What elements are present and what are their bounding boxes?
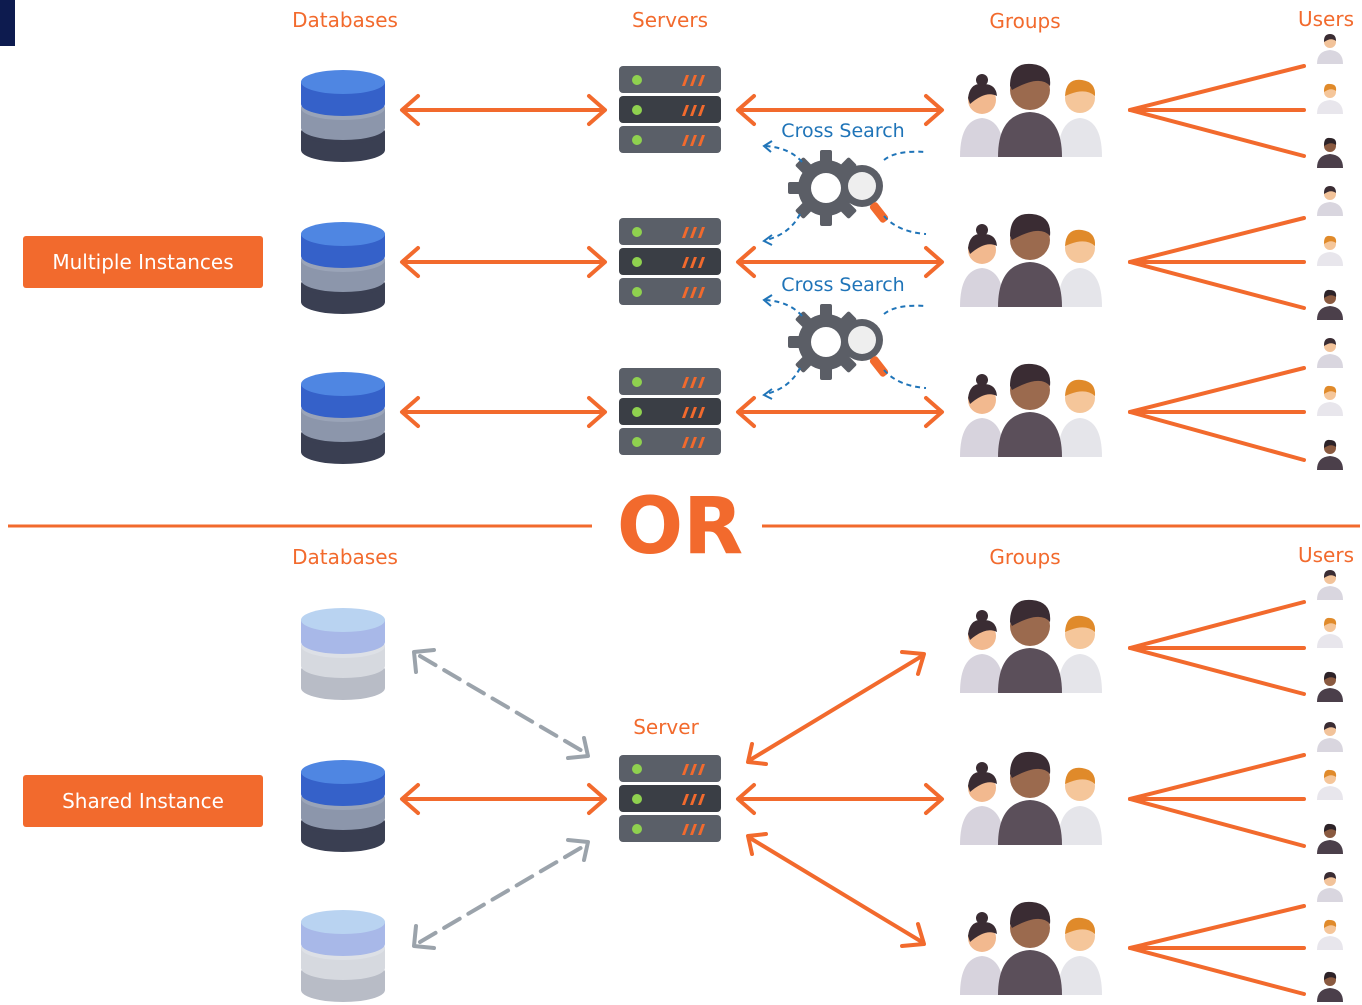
cross-search-arrowheads: [762, 140, 773, 400]
database-icon: [301, 910, 385, 1002]
group-icon: [960, 599, 1102, 693]
db-server-arrows: [400, 94, 607, 428]
database-icon: [301, 372, 385, 464]
header-databases: Databases: [292, 545, 398, 569]
cross-search-dashes: [765, 145, 927, 395]
gear-search-icon: [788, 304, 890, 380]
group-icon: [960, 213, 1102, 307]
header-users: Users: [1297, 7, 1355, 31]
group-icon: [960, 63, 1102, 157]
header-groups: Groups: [989, 9, 1061, 33]
cross-search-label: Cross Search: [781, 120, 905, 142]
shared-instance-button[interactable]: Shared Instance: [23, 775, 263, 827]
header-groups: Groups: [989, 545, 1061, 569]
header-servers: Servers: [631, 8, 709, 32]
server-icon: [619, 755, 721, 842]
server-group-arrows: [736, 94, 944, 428]
user-fan-lines: [1128, 64, 1306, 462]
gear-search-icon: [788, 150, 890, 226]
database-icon: [301, 608, 385, 700]
group-icon: [960, 751, 1102, 845]
database-icon: [301, 222, 385, 314]
server-icon: [619, 66, 721, 153]
shared-dashed-heads: [412, 648, 590, 950]
user-icons: [1317, 34, 1343, 470]
multiple-instances-button[interactable]: Multiple Instances: [23, 236, 263, 288]
shared-user-fan-lines: [1128, 600, 1306, 996]
database-icon: [301, 760, 385, 852]
or-divider-text: OR: [616, 482, 744, 572]
user-icons: [1317, 570, 1343, 1002]
group-icon: [960, 901, 1102, 995]
header-users: Users: [1297, 543, 1355, 567]
server-icon: [619, 368, 721, 455]
shared-db-server-arrow: [400, 783, 607, 815]
shared-server-group-arrows: [736, 650, 944, 948]
header-databases: Databases: [292, 8, 398, 32]
cross-search-label: Cross Search: [781, 274, 905, 296]
group-icon: [960, 363, 1102, 457]
header-server: Server: [633, 715, 699, 739]
server-icon: [619, 218, 721, 305]
database-icon: [301, 70, 385, 162]
shared-dashed-arrows: [418, 654, 586, 944]
corner-mark: [0, 0, 15, 46]
